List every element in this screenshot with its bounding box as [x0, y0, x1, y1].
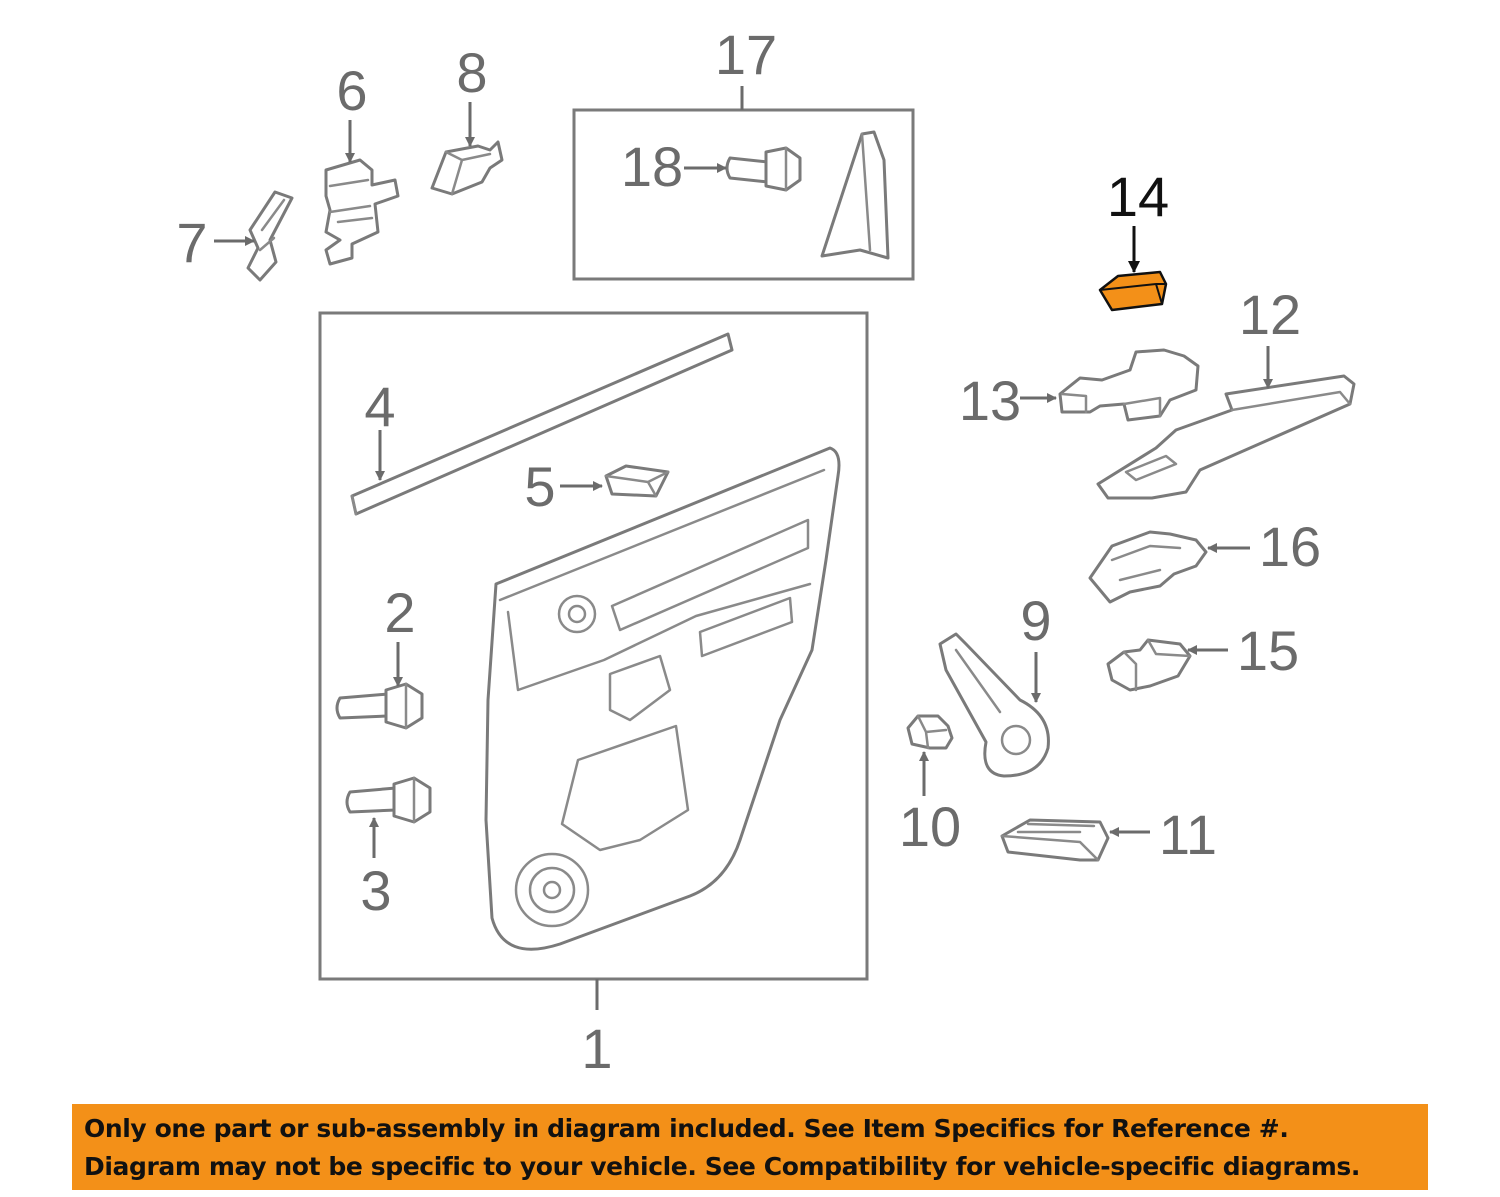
part-12-armrest[interactable]	[1096, 374, 1356, 500]
callout-7: 7	[176, 211, 207, 274]
part-6-bracket[interactable]	[324, 158, 400, 266]
part-11-pocket[interactable]	[1000, 818, 1110, 862]
part-7-clip[interactable]	[246, 190, 294, 282]
callout-3: 3	[360, 859, 391, 922]
callout-13: 13	[959, 369, 1021, 432]
callout-2: 2	[384, 581, 415, 644]
disclaimer-line-2: Diagram may not be specific to your vehi…	[84, 1152, 1360, 1181]
callout-12: 12	[1239, 283, 1301, 346]
part-9-pull-handle[interactable]	[938, 632, 1050, 778]
callout-10: 10	[899, 795, 961, 858]
callout-4: 4	[364, 375, 395, 438]
callout-1: 1	[581, 1017, 612, 1080]
callout-18: 18	[621, 135, 683, 198]
part-1-door-trim-panel[interactable]	[484, 446, 841, 951]
part-8-clip[interactable]	[430, 140, 504, 196]
callout-11: 11	[1159, 803, 1217, 866]
callout-9: 9	[1020, 589, 1051, 652]
part-17-garnish[interactable]	[820, 130, 890, 260]
callout-17: 17	[715, 23, 777, 86]
part-18-bolt[interactable]	[725, 146, 802, 192]
part-10-clip[interactable]	[906, 714, 954, 750]
callout-16: 16	[1259, 515, 1321, 578]
disclaimer-banner: Only one part or sub-assembly in diagram…	[72, 1104, 1428, 1190]
callout-6: 6	[336, 59, 367, 122]
part-2-bolt[interactable]	[335, 682, 424, 730]
part-16-switch-bezel[interactable]	[1088, 530, 1208, 604]
disclaimer-line-1: Only one part or sub-assembly in diagram…	[84, 1114, 1289, 1143]
callout-8: 8	[456, 41, 487, 104]
part-14-pad-highlighted[interactable]	[1098, 270, 1168, 312]
part-13-bracket[interactable]	[1058, 348, 1200, 422]
part-3-bolt[interactable]	[345, 776, 432, 824]
assembly-1-box	[318, 311, 869, 981]
part-4-molding[interactable]	[350, 332, 734, 516]
callout-5: 5	[524, 455, 555, 518]
part-5-pad[interactable]	[604, 464, 670, 498]
callout-15: 15	[1237, 619, 1299, 682]
callout-14: 14	[1107, 165, 1169, 228]
parts-diagram: 1 2 3 4 5 6 7 8 9 10 11 12 13 14 15 16 1…	[176, 23, 1356, 1080]
part-15-switch[interactable]	[1106, 638, 1192, 692]
